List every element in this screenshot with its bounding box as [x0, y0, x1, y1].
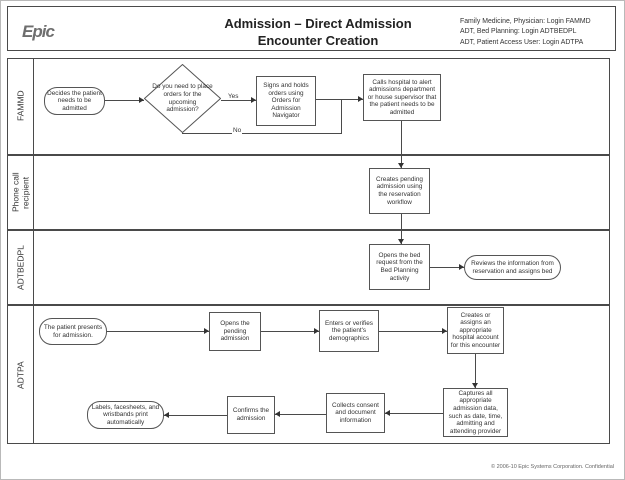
- node-signs-holds-orders: Signs and holds orders using Orders for …: [256, 76, 316, 126]
- connector: [379, 331, 447, 332]
- node-captures-admission-data: Captures all appropriate admission data,…: [443, 388, 508, 437]
- arrowhead-down-icon: [398, 163, 404, 168]
- connector: [164, 415, 227, 416]
- header: Epic Admission – Direct Admission Encoun…: [7, 6, 616, 51]
- connector-no-branch: [341, 99, 342, 134]
- copyright-notice: © 2006-10 Epic Systems Corporation. Conf…: [491, 464, 614, 470]
- node-label: Collects consent and document informatio…: [332, 401, 379, 424]
- lane-divider-1: [7, 154, 610, 156]
- arrowhead-down-icon: [398, 239, 404, 244]
- node-label: Signs and holds orders using Orders for …: [263, 82, 309, 120]
- login-info: Family Medicine, Physician: Login FAMMD …: [460, 17, 620, 48]
- node-label: The patient presents for admission.: [43, 323, 103, 339]
- node-label: Creates or assigns an appropriate hospit…: [450, 311, 501, 349]
- lane-label-adtpa: ADTPA: [15, 361, 26, 389]
- arrowhead-left-icon: [385, 410, 390, 416]
- node-enters-demographics: Enters or verifies the patient's demogra…: [319, 310, 379, 352]
- decision-place-orders: Do you need to place orders for the upco…: [144, 64, 221, 133]
- node-creates-hospital-account: Creates or assigns an appropriate hospit…: [447, 307, 504, 354]
- arrowhead-right-icon: [358, 96, 363, 102]
- node-label: Opens the bed request from the Bed Plann…: [376, 251, 423, 282]
- connector: [430, 267, 464, 268]
- swimlane-frame: [7, 58, 610, 444]
- arrowhead-right-icon: [459, 264, 464, 270]
- page-title-line1: Admission – Direct Admission: [224, 16, 412, 31]
- node-decides-admit: Decides the patient needs to be admitted: [44, 87, 105, 115]
- lane-divider-3: [7, 304, 610, 306]
- node-calls-hospital: Calls hospital to alert admissions depar…: [363, 74, 441, 121]
- diamond-shape: [144, 64, 221, 133]
- lane-label-phone: Phone call recipient: [10, 172, 31, 213]
- node-label: Do you need to place orders for the upco…: [152, 83, 213, 114]
- login-info-line: ADT, Patient Access User: Login ADTPA: [460, 38, 584, 46]
- page-title-line2: Encounter Creation: [257, 32, 379, 48]
- arrowhead-right-icon: [204, 328, 209, 334]
- node-label: Reviews the information from reservation…: [471, 259, 554, 275]
- node-reviews-assigns-bed: Reviews the information from reservation…: [464, 255, 561, 280]
- connector: [385, 413, 443, 414]
- node-label: Enters or verifies the patient's demogra…: [325, 319, 373, 342]
- lane-label-adtbedpl: ADTBEDPL: [15, 245, 26, 290]
- node-labels-print: Labels, facesheets, and wristbands print…: [87, 401, 164, 429]
- connector: [221, 100, 256, 101]
- arrowhead-right-icon: [251, 97, 256, 103]
- node-label: Creates pending admission using the rese…: [376, 175, 423, 206]
- page-title: Admission – Direct Admission Encounter C…: [158, 16, 478, 50]
- arrowhead-right-icon: [314, 328, 319, 334]
- node-collects-consent: Collects consent and document informatio…: [326, 393, 385, 433]
- node-label: Confirms the admission: [232, 407, 270, 422]
- arrowhead-right-icon: [442, 328, 447, 334]
- node-label: Decides the patient needs to be admitted: [47, 89, 102, 112]
- login-info-line: Family Medicine, Physician: Login FAMMD: [460, 18, 591, 25]
- node-creates-pending-admission: Creates pending admission using the rese…: [369, 168, 430, 214]
- node-opens-bed-request: Opens the bed request from the Bed Plann…: [369, 244, 430, 290]
- node-label: Labels, facesheets, and wristbands print…: [91, 403, 160, 426]
- connector: [261, 331, 319, 332]
- node-label: Opens the pending admission: [220, 320, 250, 343]
- lane-label-divider: [33, 58, 34, 444]
- connector: [275, 414, 326, 415]
- arrowhead-down-icon: [472, 383, 478, 388]
- node-patient-presents: The patient presents for admission.: [39, 318, 107, 345]
- arrowhead-left-icon: [275, 411, 280, 417]
- connector: [316, 99, 363, 100]
- lane-label-fammd: FAMMD: [15, 90, 26, 122]
- connector-no-branch: [182, 133, 341, 134]
- node-confirms-admission: Confirms the admission: [227, 396, 275, 434]
- lane-divider-2: [7, 229, 610, 231]
- connector: [105, 100, 144, 101]
- connector: [401, 121, 402, 168]
- connector: [401, 214, 402, 244]
- node-opens-pending-admission: Opens the pending admission: [209, 312, 261, 351]
- edge-label-yes: Yes: [227, 93, 240, 100]
- login-info-line: ADT, Bed Planning: Login ADTBEDPL: [460, 28, 577, 36]
- edge-label-no: No: [232, 127, 243, 134]
- connector: [107, 331, 209, 332]
- connector: [475, 354, 476, 388]
- epic-logo: Epic: [22, 22, 55, 41]
- node-label: Calls hospital to alert admissions depar…: [367, 78, 437, 116]
- arrowhead-left-icon: [164, 412, 169, 418]
- arrowhead-right-icon: [139, 97, 144, 103]
- node-label: Captures all appropriate admission data,…: [448, 389, 503, 435]
